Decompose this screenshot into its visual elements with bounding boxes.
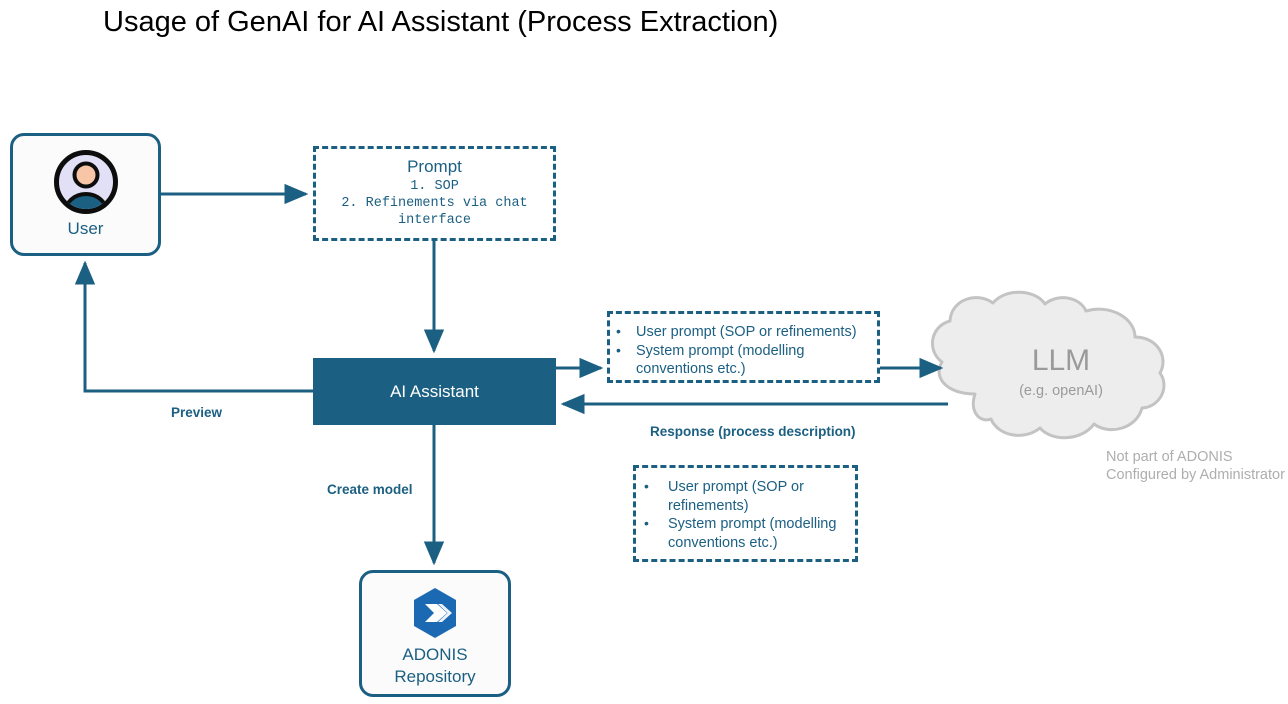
edge-label-response: Response (process description) [650, 424, 856, 439]
node-ai-assistant[interactable]: AI Assistant [313, 358, 556, 425]
node-ai-assistant-label: AI Assistant [390, 381, 479, 401]
node-user[interactable]: User [10, 133, 161, 256]
node-payload-top[interactable]: User prompt (SOP or refinements) System … [607, 311, 880, 383]
node-llm-subtitle: (e.g. openAI) [1019, 383, 1103, 399]
payload-bottom-bullet-2: System prompt (modelling conventions etc… [644, 514, 847, 552]
payload-bottom-bullet-1: User prompt (SOP or refinements) [644, 477, 847, 515]
edge-label-preview: Preview [171, 405, 223, 420]
node-user-label: User [67, 219, 104, 238]
prompt-title: Prompt [407, 157, 462, 176]
payload-top-bullet-2: System prompt (modelling conventions etc… [616, 341, 869, 379]
prompt-steps: 1. SOP 2. Refinements via chat interface [341, 179, 528, 228]
node-payload-bottom[interactable]: User prompt (SOP or refinements) System … [633, 465, 858, 562]
payload-top-bullet-1: User prompt (SOP or refinements) [616, 322, 869, 342]
node-adonis-repository-label: ADONIS Repository [394, 645, 476, 686]
node-llm-title: LLM [1031, 344, 1091, 377]
page-title: Usage of GenAI for AI Assistant (Process… [103, 6, 779, 38]
node-llm[interactable]: LLM (e.g. openAI) [925, 296, 1197, 464]
user-avatar-icon [53, 149, 119, 215]
adonis-logo-icon [407, 585, 463, 641]
edge-label-create-model: Create model [327, 482, 413, 497]
node-prompt[interactable]: Prompt 1. SOP 2. Refinements via chat in… [313, 146, 556, 241]
llm-cloud-shape [930, 290, 1166, 440]
llm-admin-note: Not part of ADONIS Configured by Adminis… [1106, 449, 1285, 483]
edge-ai-preview-to-user [74, 260, 313, 393]
node-adonis-repository[interactable]: ADONIS Repository [359, 570, 511, 697]
